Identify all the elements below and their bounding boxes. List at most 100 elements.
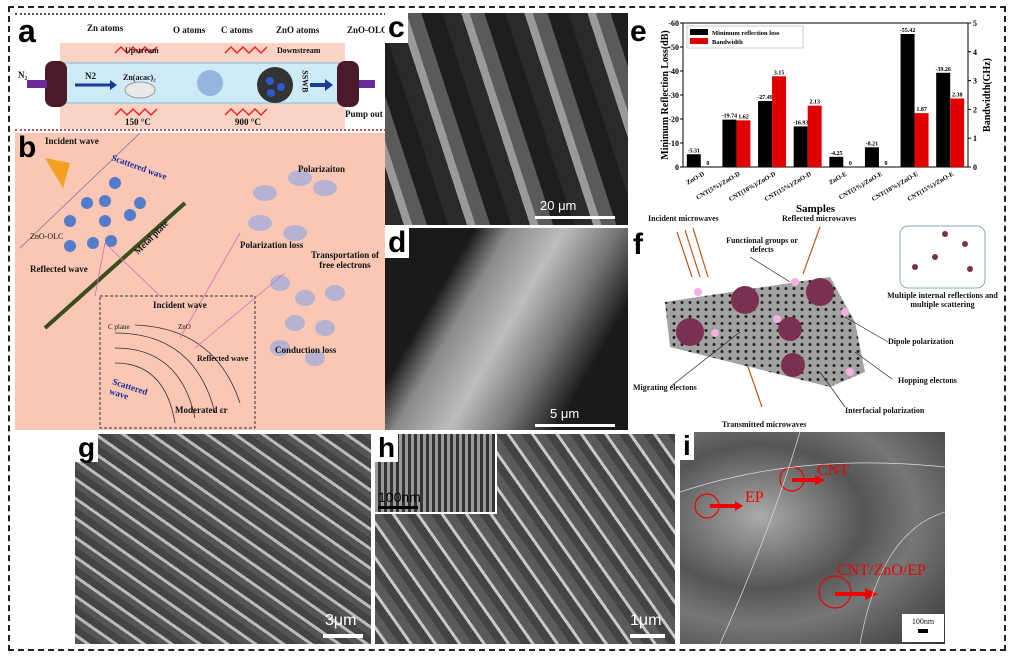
sem-image-c: c 20 μm <box>385 13 628 225</box>
multiple-reflections-label: Multiple internal reflections and multip… <box>887 291 998 309</box>
bar-label-min-reflection-loss: -4.25 <box>830 151 843 157</box>
reflected-microwaves-label: Reflected microwaves <box>782 214 857 223</box>
inlet-label: N₂ <box>18 70 28 80</box>
scale-label-h: 1μm <box>630 612 662 629</box>
incident-wave-label: Incident wave <box>45 136 99 146</box>
bar-min-reflection-loss <box>829 156 844 167</box>
y-tick-label: -30 <box>668 91 679 100</box>
legend-c-atoms: C atoms <box>221 25 253 35</box>
panel-b-label: b <box>18 131 37 164</box>
bar-label-min-reflection-loss: -39.26 <box>935 67 951 73</box>
pump-out-label: Pump out <box>345 109 383 119</box>
y2-tick-label: 0 <box>973 163 977 172</box>
bar-label-min-reflection-loss: -8.21 <box>866 141 879 147</box>
bar-bandwidth <box>950 98 965 167</box>
c-plane-label: C plane <box>108 323 130 331</box>
migrating-electrons-label: Migrating electons <box>633 383 697 392</box>
figure-frame <box>8 6 1006 651</box>
y2-tick-label: 1 <box>973 134 977 143</box>
y2-tick-label: 2 <box>973 105 977 114</box>
reflected-wave-label: Reflected wave <box>30 264 88 274</box>
scale-box-i: 100nm <box>902 614 944 642</box>
y-tick-label: -40 <box>668 67 679 76</box>
legend-zn-atoms: Zn atoms <box>87 23 124 33</box>
x-tick-label: ZnO-D <box>685 171 706 187</box>
bar-min-reflection-loss <box>900 33 915 167</box>
legend-zno-olc: ZnO-OLC <box>347 25 388 35</box>
y-tick-label: -60 <box>668 19 679 28</box>
bar-label-min-reflection-loss: -16.93 <box>793 120 809 126</box>
bar-label-bandwidth: 0 <box>706 161 709 167</box>
scale-label-i: 100nm <box>911 617 935 626</box>
bar-label-min-reflection-loss: -5.31 <box>688 148 701 154</box>
incident-microwaves-label: Incident microwaves <box>648 214 719 223</box>
inset-reflected-wave-label: Reflected wave <box>197 354 249 363</box>
ep-annotation: EP <box>745 489 764 506</box>
temp-low-label: 150 °C <box>125 117 151 127</box>
bar-min-reflection-loss <box>864 147 879 167</box>
cnt-zno-mechanism-schematic <box>665 225 986 408</box>
legend-label: Minimum reflection loss <box>712 30 780 37</box>
bar-label-bandwidth: 3.15 <box>774 70 785 76</box>
panel-d-label: d <box>385 228 410 258</box>
scale-bar-h <box>630 634 665 638</box>
bar-label-bandwidth: 0 <box>884 161 887 167</box>
precursor-label: Zn(acac)₂ <box>123 73 156 82</box>
zno-olc-label: ZnO-OLC <box>30 232 64 241</box>
panel-h-label: h <box>375 434 399 462</box>
bar-label-bandwidth: 1.62 <box>738 114 749 120</box>
y-tick-label: -10 <box>668 139 679 148</box>
transport-electrons-label: Transportation of free electrons <box>310 250 380 270</box>
scale-label-d: 5 μm <box>550 406 580 421</box>
legend-swatch <box>690 38 708 44</box>
cnt-annotation: CNT <box>817 462 849 479</box>
transmitted-microwaves-label: Transmitted microwaves <box>722 420 807 429</box>
bar-min-reflection-loss <box>793 126 808 167</box>
bar-min-reflection-loss <box>758 101 773 167</box>
panel-c-label: c <box>385 13 408 43</box>
sem-image-i: i CNT EP CNT/ZnO/EP 100nm <box>680 432 945 644</box>
panel-g-label: g <box>75 434 99 462</box>
y-tick-label: -50 <box>668 43 679 52</box>
hopping-electrons-label: Hopping electons <box>898 376 957 385</box>
y-axis-title: Minimum Reflection Loss(dB) <box>660 30 671 159</box>
panel-i-label: i <box>680 432 694 460</box>
y-tick-label: -20 <box>668 115 679 124</box>
downstream-label: Downstream <box>277 46 321 55</box>
panel-a: a Zn atoms O atoms C atoms ZnO atoms ZnO… <box>15 13 390 131</box>
inset-scale-label-h: 100nm <box>378 489 421 505</box>
inset-scale-bar-h <box>378 506 418 509</box>
polarization-loss-label: Polarization loss <box>240 240 304 250</box>
bar-label-min-reflection-loss: -27.49 <box>757 95 773 101</box>
y-tick-label: 0 <box>675 163 679 172</box>
x-tick-label: ZnO-E <box>828 171 848 187</box>
panel-f: f Incident microwaves Reflected microwav… <box>630 214 1005 432</box>
functional-groups-label: Functional groups or defects <box>726 236 798 254</box>
legend-o-atoms: O atoms <box>173 25 206 35</box>
y2-tick-label: 4 <box>973 48 977 57</box>
scale-label-c: 20 μm <box>540 198 577 213</box>
cvd-furnace-schematic <box>27 43 375 129</box>
bar-bandwidth <box>772 76 787 167</box>
zno-label: ZnO <box>178 323 191 331</box>
sem-image-d: d 5 μm <box>385 228 628 430</box>
legend-swatch <box>690 29 708 35</box>
moderated-permittivity-label: Moderated εr <box>175 405 228 415</box>
cnt-zno-ep-annotation: CNT/ZnO/EP <box>837 562 926 579</box>
upstream-label: Upstream <box>125 46 159 55</box>
substrate-label: SSWB <box>300 70 310 93</box>
bar-label-bandwidth: 2.13 <box>809 100 820 106</box>
scale-label-g: 3μm <box>325 612 357 629</box>
x-axis-title: Samples <box>796 203 836 215</box>
bar-label-min-reflection-loss: -55.42 <box>900 28 916 34</box>
scale-bar-g <box>323 634 363 638</box>
annotation-overlay <box>680 432 945 644</box>
carrier-gas-label: N2 <box>85 71 96 81</box>
inset-incident-wave-label: Incident wave <box>153 300 207 310</box>
reflection-loss-bar-chart: 0-10-20-30-40-50-60012345-5.310ZnO-D-19.… <box>660 19 993 215</box>
y2-tick-label: 5 <box>973 19 977 28</box>
conduction-loss-label: Conduction loss <box>275 345 337 355</box>
bar-min-reflection-loss <box>936 72 951 167</box>
panel-f-label: f <box>633 228 643 261</box>
